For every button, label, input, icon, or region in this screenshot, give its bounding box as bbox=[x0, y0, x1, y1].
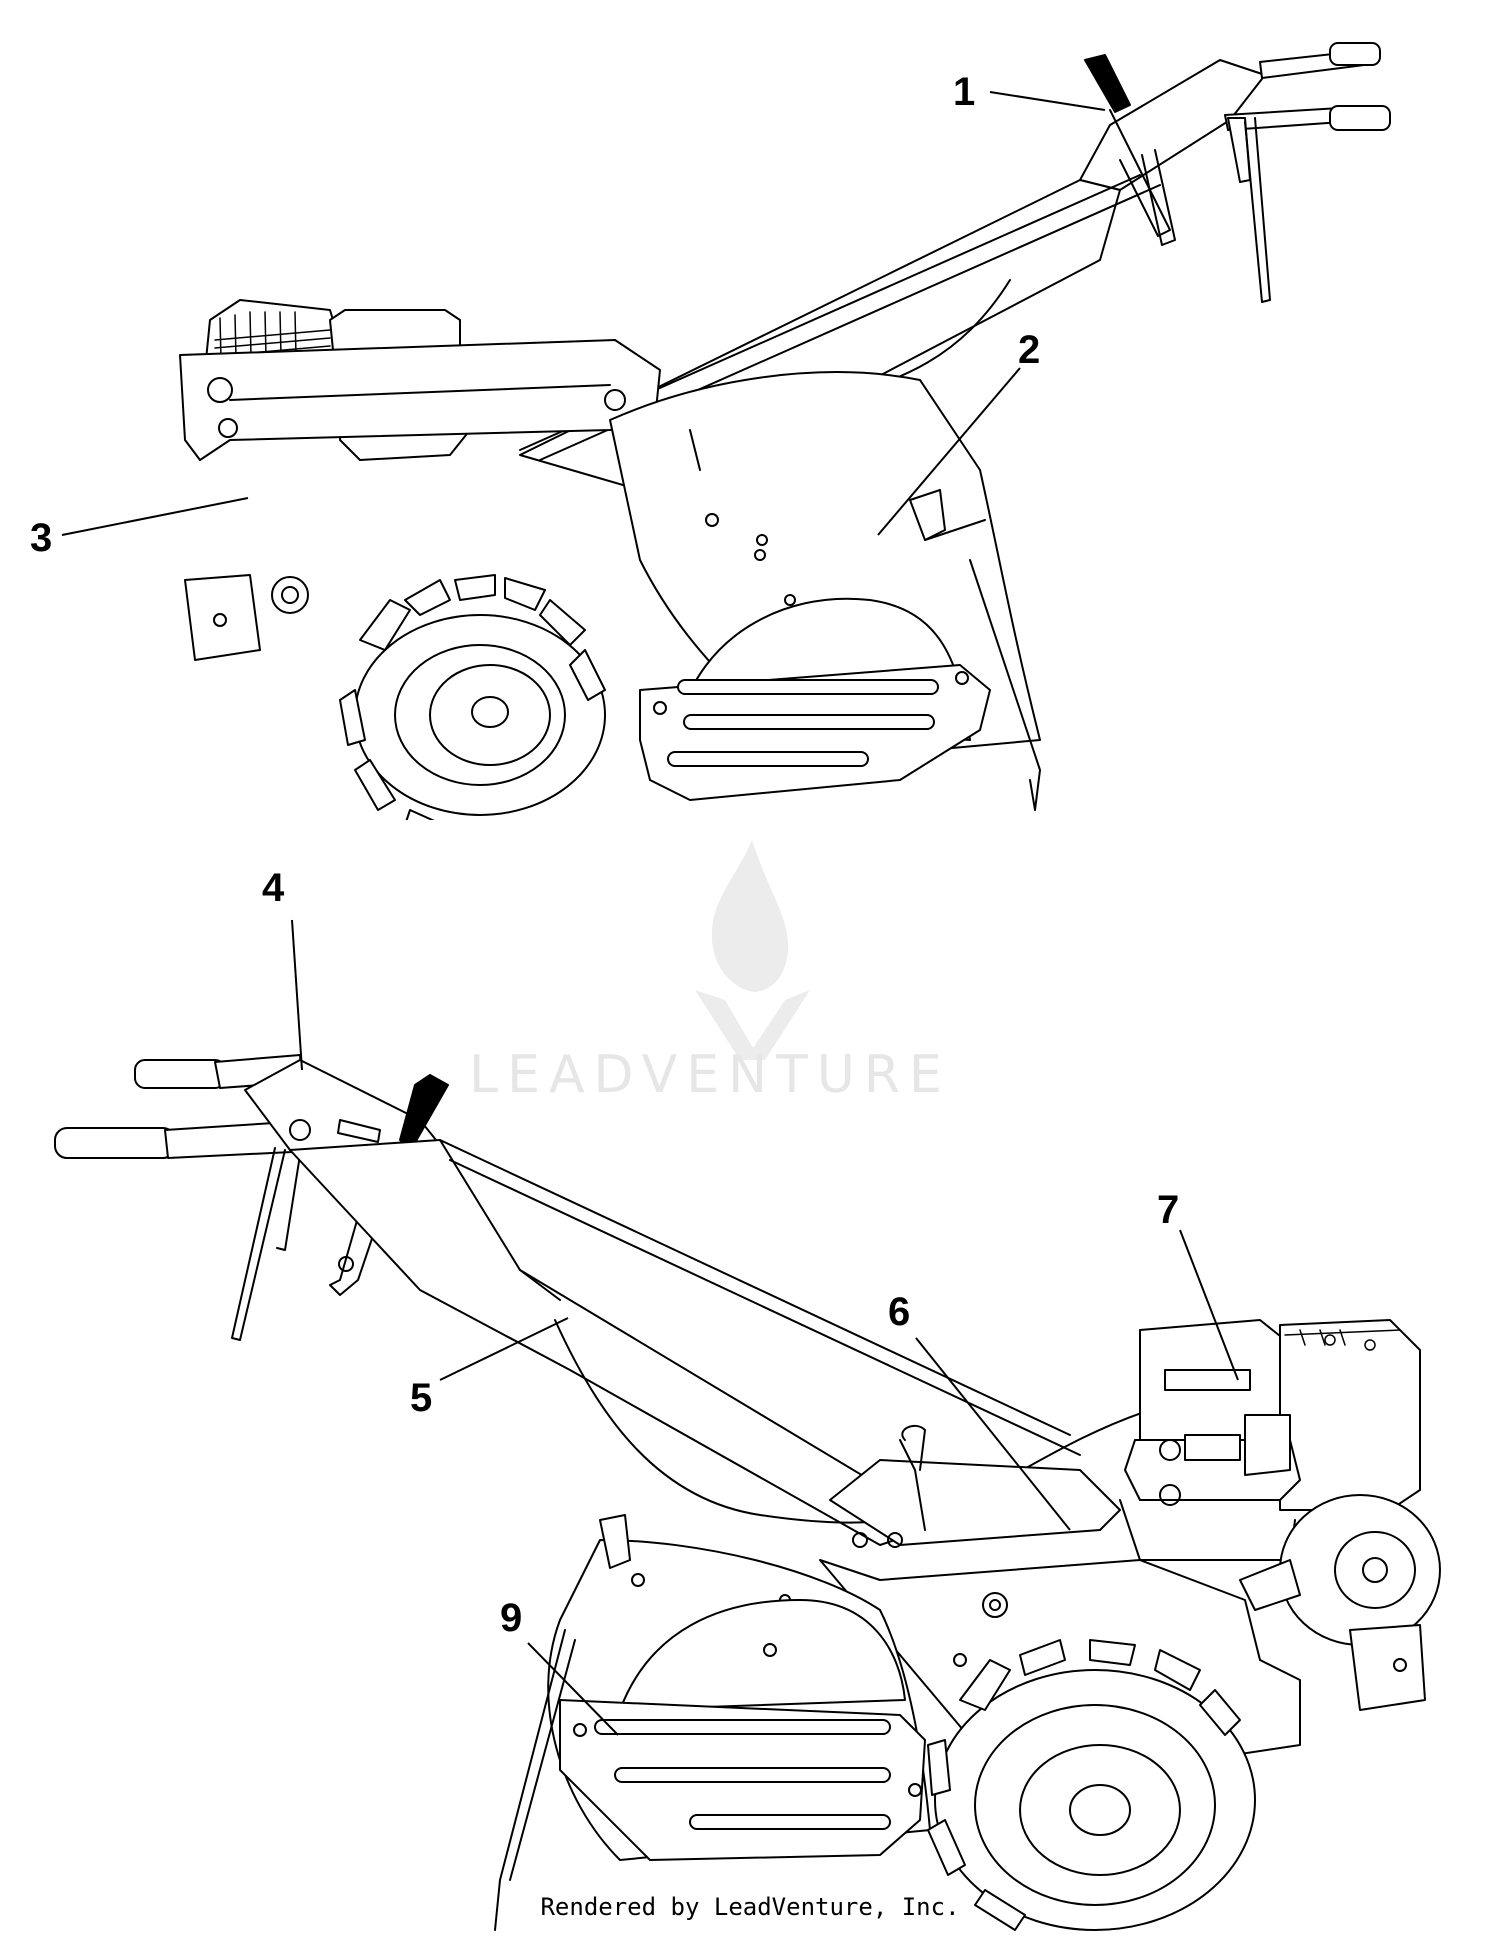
callout-6: 6 bbox=[888, 1290, 911, 1334]
callout-5: 5 bbox=[410, 1376, 433, 1420]
callout-9: 9 bbox=[500, 1596, 523, 1640]
watermark-text: LEADVENTURE bbox=[469, 1045, 951, 1105]
callout-4: 4 bbox=[262, 866, 285, 910]
callout-2: 2 bbox=[1018, 328, 1041, 372]
callout-1: 1 bbox=[953, 70, 976, 114]
callout-3: 3 bbox=[30, 516, 53, 560]
render-credit: Rendered by LeadVenture, Inc. bbox=[540, 1893, 960, 1921]
tiller-top-illustration bbox=[179, 42, 1391, 820]
callout-7: 7 bbox=[1157, 1188, 1180, 1232]
